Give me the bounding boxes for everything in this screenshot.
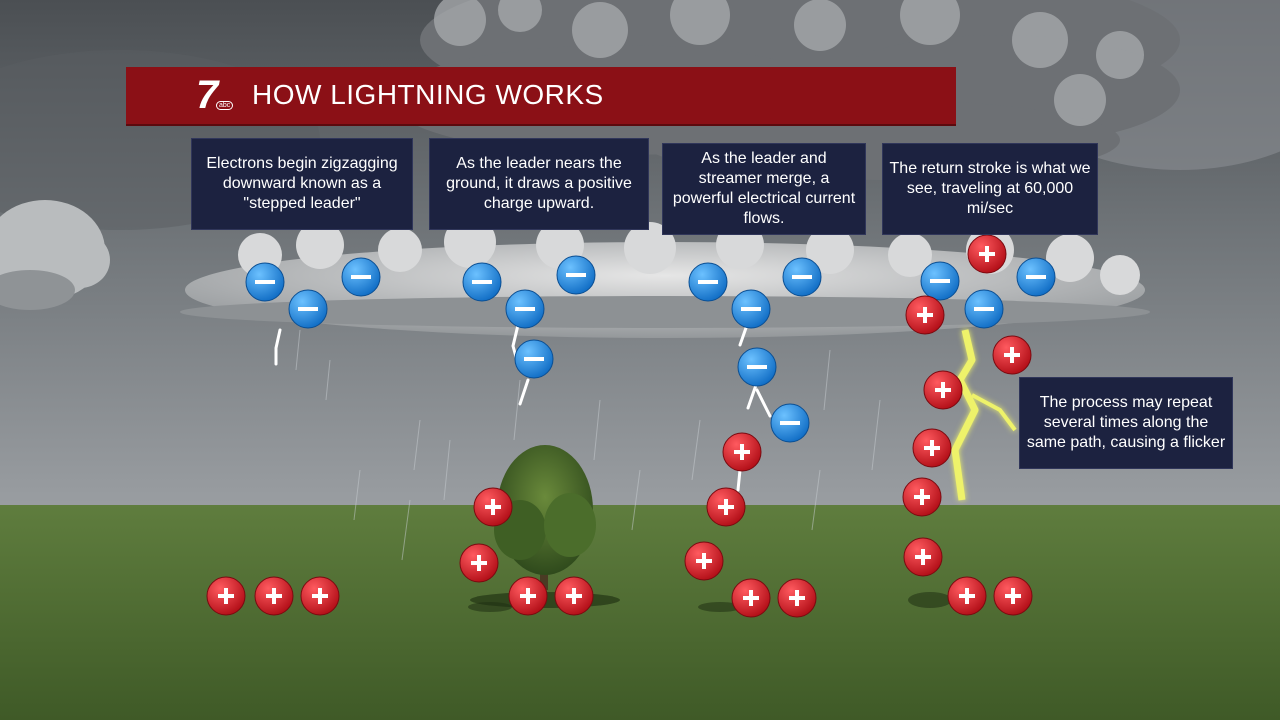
positive-charge bbox=[902, 477, 942, 517]
caption-current-flows: As the leader and streamer merge, a powe… bbox=[662, 143, 866, 235]
negative-charge bbox=[245, 262, 285, 302]
negative-charge bbox=[737, 347, 777, 387]
positive-charge bbox=[300, 576, 340, 616]
positive-charge bbox=[905, 295, 945, 335]
negative-charge bbox=[462, 262, 502, 302]
small-cloud bbox=[0, 200, 110, 310]
page-title: HOW LIGHTNING WORKS bbox=[252, 79, 604, 110]
positive-charge bbox=[967, 234, 1007, 274]
positive-charge bbox=[993, 576, 1033, 616]
caption-positive-charge: As the leader nears the ground, it draws… bbox=[429, 138, 649, 230]
negative-charge bbox=[688, 262, 728, 302]
logo-number: 7 bbox=[196, 73, 218, 117]
negative-charge bbox=[770, 403, 810, 443]
grass-field bbox=[0, 505, 1280, 720]
negative-charges bbox=[245, 255, 1056, 443]
negative-charge bbox=[782, 257, 822, 297]
negative-charge bbox=[288, 289, 328, 329]
negative-charge bbox=[514, 339, 554, 379]
positive-charge bbox=[684, 541, 724, 581]
positive-charge bbox=[706, 487, 746, 527]
positive-charge bbox=[722, 432, 762, 472]
positive-charge bbox=[947, 576, 987, 616]
negative-charge bbox=[341, 257, 381, 297]
positive-charge bbox=[777, 578, 817, 618]
positive-charge bbox=[554, 576, 594, 616]
positive-charge bbox=[508, 576, 548, 616]
positive-charge bbox=[473, 487, 513, 527]
positive-charge bbox=[206, 576, 246, 616]
stepped-leader-strokes bbox=[274, 323, 772, 492]
positive-charge bbox=[992, 335, 1032, 375]
caption-return-stroke: The return stroke is what we see, travel… bbox=[882, 143, 1098, 235]
title-bar: 7 abc HOW LIGHTNING WORKS bbox=[126, 67, 956, 126]
positive-charge bbox=[912, 428, 952, 468]
positive-charge bbox=[923, 370, 963, 410]
positive-charge bbox=[731, 578, 771, 618]
positive-charge bbox=[254, 576, 294, 616]
negative-charge bbox=[556, 255, 596, 295]
storm-cloud-base bbox=[180, 216, 1150, 338]
negative-charge bbox=[964, 289, 1004, 329]
negative-charge bbox=[920, 261, 960, 301]
return-stroke bbox=[951, 329, 979, 501]
caption-flicker: The process may repeat several times alo… bbox=[1019, 377, 1233, 469]
logo-badge: abc bbox=[216, 101, 234, 110]
negative-charge bbox=[505, 289, 545, 329]
positive-charge bbox=[459, 543, 499, 583]
negative-charge bbox=[731, 289, 771, 329]
negative-charge bbox=[1016, 257, 1056, 297]
caption-stepped-leader: Electrons begin zigzagging downward know… bbox=[191, 138, 413, 230]
station-logo: 7 abc bbox=[194, 73, 240, 119]
positive-charges bbox=[206, 234, 1033, 618]
positive-charge bbox=[903, 537, 943, 577]
